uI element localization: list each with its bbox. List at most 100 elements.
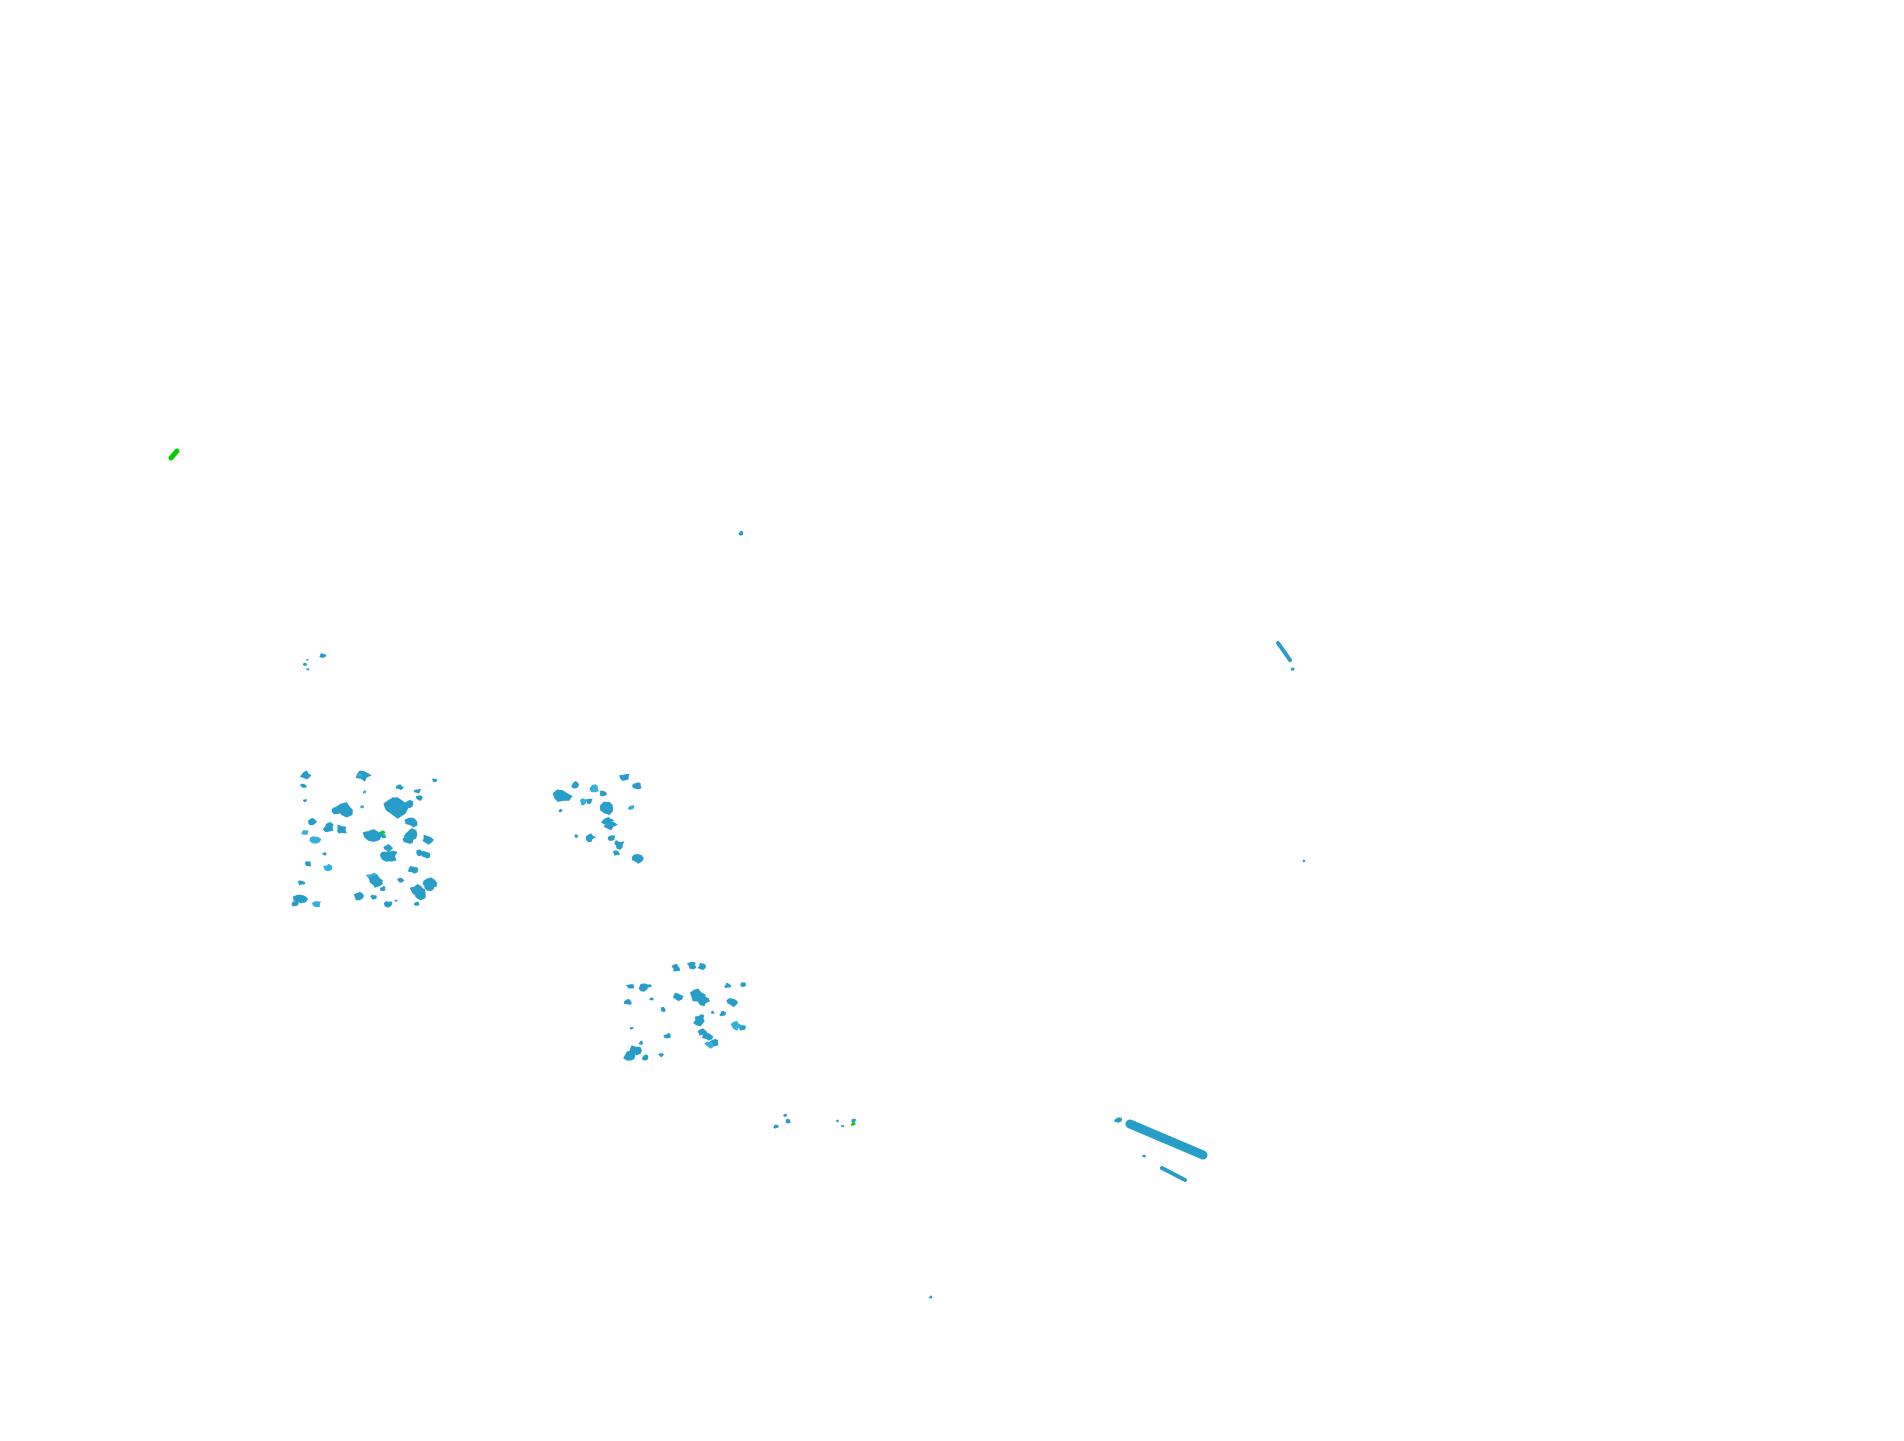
precip-cell [726,998,739,1008]
precip-cell [383,850,398,862]
precip-cell [1302,859,1306,863]
precip-cell [663,1032,671,1039]
precip-cell [929,1295,933,1299]
precip-cell [1290,667,1295,671]
precip-cell [719,1010,726,1017]
precip-cell [697,962,706,970]
precip-cell [360,805,364,809]
precip-cell [619,773,630,781]
precip-cell [641,1054,649,1061]
precip-cell [383,843,394,853]
precip-cell [305,658,309,661]
precip-cell [309,836,322,844]
precip-cell [558,808,563,813]
precip-cell [629,1045,642,1056]
precip-cell [404,817,418,828]
precip-cell [422,834,434,845]
precip-cell [638,983,649,992]
precip-cell [614,840,625,850]
precip-cell [291,901,299,907]
precip-cell [303,662,307,666]
precip-cell [1142,1154,1147,1158]
precip-cell [422,877,438,887]
precip-cell [311,901,321,908]
precip-cell [362,790,367,794]
precip-cell [711,1010,715,1014]
precip-cell [370,894,377,900]
precip-cell [409,884,425,895]
precip-cell [383,797,409,819]
precip-cell [851,1118,856,1123]
precip-cell [395,784,404,790]
precip-cell [585,833,597,843]
precip-cell [394,899,398,902]
precip-cell [589,784,599,793]
precip-cell [689,988,707,1002]
precip-cell [305,861,312,867]
precip-cell [306,667,310,671]
precip-cell [632,782,642,790]
precip-cell [686,961,697,970]
precip-cell [292,894,309,904]
moderate-precip-cell [380,830,386,834]
precip-band [1276,641,1292,662]
precip-cell [671,963,681,972]
precip-cell [362,829,383,842]
precip-cell [697,1028,708,1036]
precip-band [1125,1119,1208,1160]
moderate-precip-cell [168,448,180,461]
precip-cell [303,799,307,802]
precip-cell [740,982,746,987]
precip-cell [638,1040,643,1045]
precip-cell [629,1027,634,1030]
moderate-precip-cell [850,1122,856,1126]
precip-cell [649,997,654,1001]
precip-cell [612,850,620,856]
precip-cell [335,802,353,818]
precip-cell [724,983,732,989]
precip-cell [383,901,393,908]
precip-cell [308,817,317,826]
precip-cell [355,770,372,782]
precip-cell [379,885,386,892]
precip-cell [323,863,333,872]
precip-cell [658,1053,664,1058]
precip-cell [381,834,387,839]
precip-cell [300,783,307,788]
precip-cell [672,992,684,1002]
precip-cell [738,530,744,536]
precip-cell [319,655,323,658]
precip-cell [599,801,613,815]
precip-cell [625,984,635,989]
precip-cell [299,770,312,780]
precip-cell [783,1113,788,1117]
precip-cell [415,795,423,801]
precip-cell [730,1020,743,1031]
precip-cell [785,1118,791,1124]
precip-cell [297,880,306,886]
precip-cell [607,835,616,841]
precip-cell [694,1014,705,1023]
precip-cell [408,865,419,874]
precip-cell [397,877,405,883]
precip-cell [835,1119,839,1123]
precip-cell [420,850,431,859]
precip-cell [402,834,415,844]
precip-cell [413,901,420,906]
precip-cell [599,790,608,797]
precip-cell [322,822,334,833]
precip-cell [1113,1117,1123,1123]
precip-cell [574,834,579,839]
precipitation-echo-layer [168,448,1306,1299]
precip-cell [627,805,635,811]
precip-cell [571,781,579,789]
precip-cell [552,789,573,802]
precip-cell [704,1041,714,1049]
precip-cell [353,891,365,901]
precip-cell [840,1125,845,1128]
precip-cell [631,854,644,864]
precip-cell [584,798,593,804]
precip-cell [301,830,309,835]
precip-cell [579,798,587,806]
